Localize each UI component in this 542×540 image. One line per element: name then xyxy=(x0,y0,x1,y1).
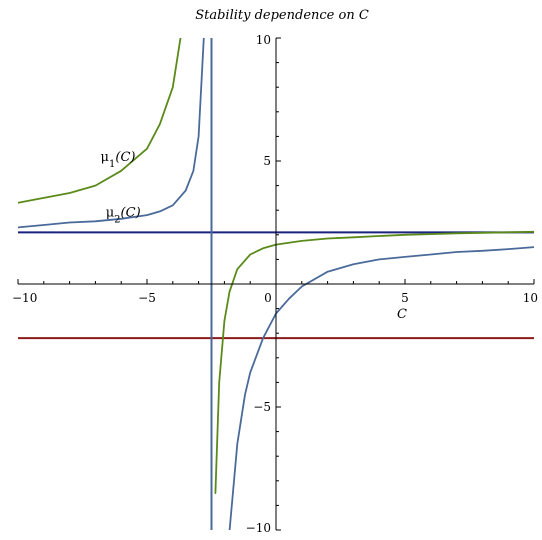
series-2-branch-2 xyxy=(228,246,534,530)
annotations: μ1(C) μ2(C) xyxy=(101,150,141,225)
axes xyxy=(17,37,535,531)
x-tick-label: 0 xyxy=(264,291,272,305)
series-layer xyxy=(18,38,534,530)
x-axis-label: C xyxy=(397,307,407,322)
y-tick-label: −5 xyxy=(253,400,271,414)
x-tick-label: 10 xyxy=(523,291,538,305)
series-annotation-1: μ1(C) xyxy=(101,150,136,170)
series-2 xyxy=(18,38,534,530)
series-1 xyxy=(18,38,534,495)
x-tick-label: 5 xyxy=(401,291,409,305)
tick-labels: −10 −5 0 5 10 −10 −5 5 10 xyxy=(12,33,538,535)
series-1-branch-2 xyxy=(214,230,534,495)
y-tick-label: 10 xyxy=(256,33,271,47)
chart-title: Stability dependence on C xyxy=(195,8,369,23)
x-tick-label: −10 xyxy=(12,291,37,305)
series-2-branch-1 xyxy=(18,38,205,229)
y-tick-label: 5 xyxy=(263,154,271,168)
x-tick-label: −5 xyxy=(138,291,156,305)
y-tick-label: −10 xyxy=(246,521,271,535)
series-annotation-2: μ2(C) xyxy=(106,205,141,225)
series-1-branch-1 xyxy=(18,38,182,204)
